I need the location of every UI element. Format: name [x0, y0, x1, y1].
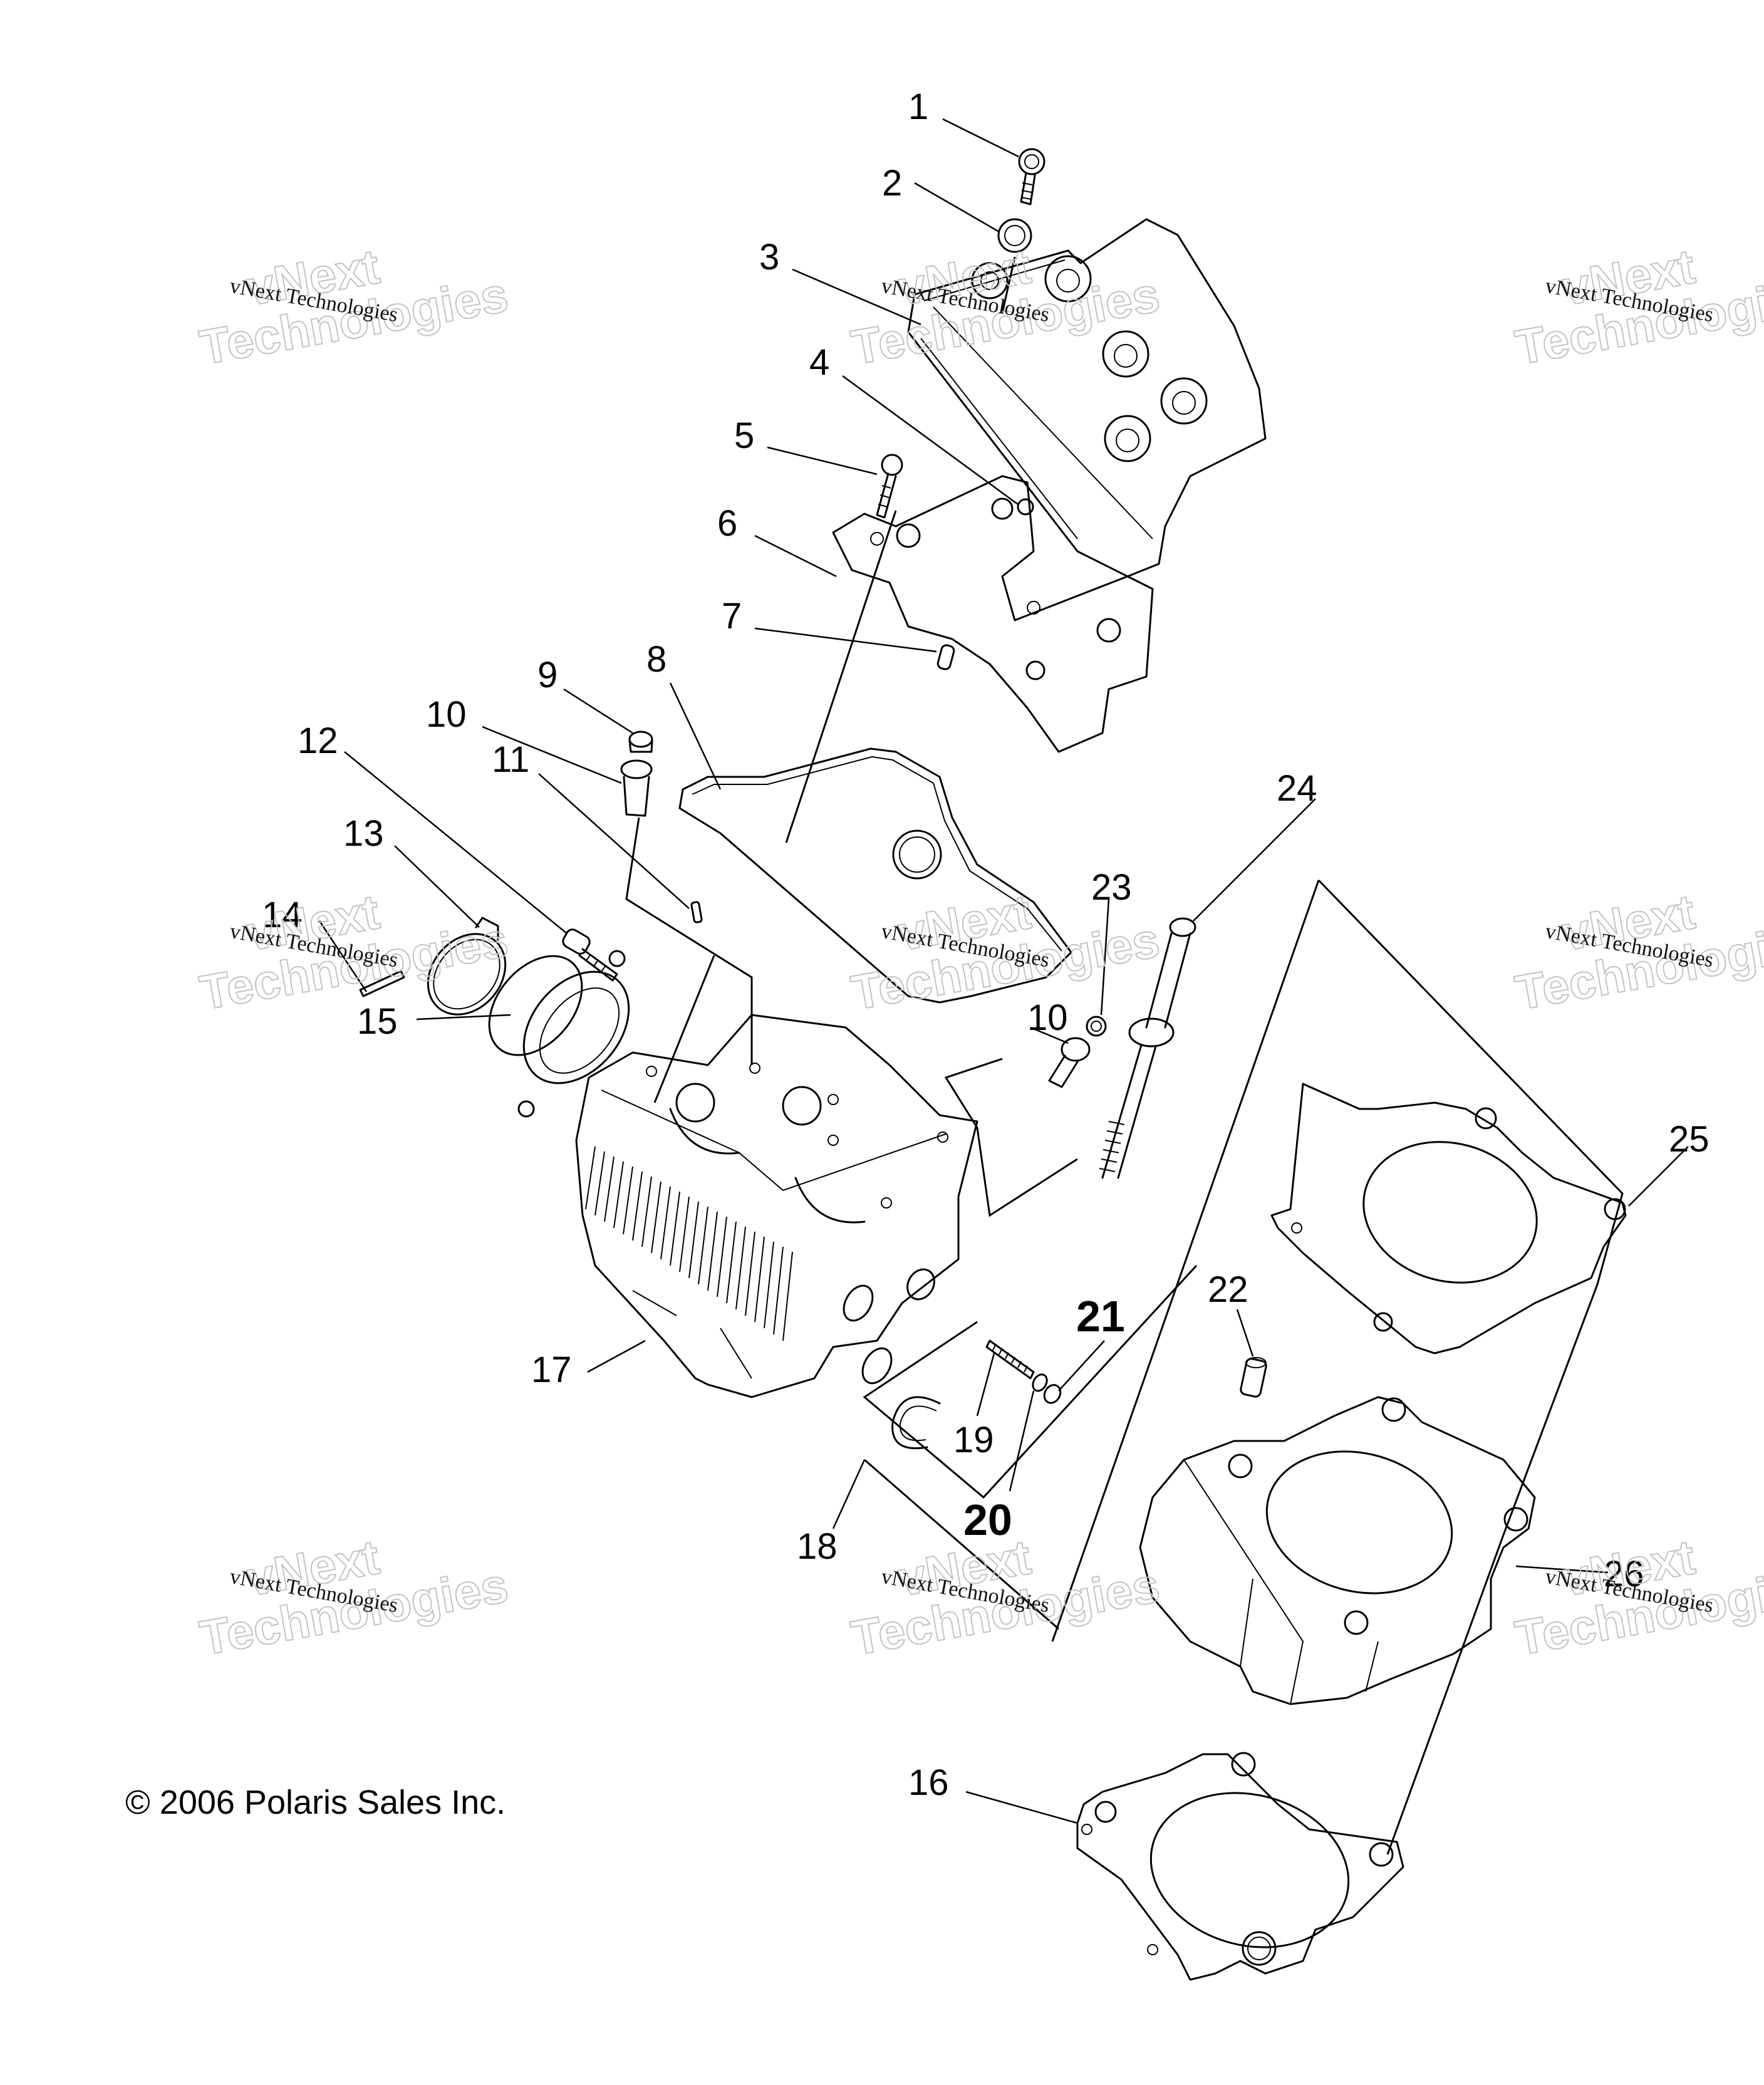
part-6-cam-holder [832, 475, 1154, 753]
watermark-mid-left: vNext Technologies vNext Technologies [195, 883, 513, 1021]
part-14-screw [359, 970, 405, 997]
leader-lines [318, 118, 1689, 1824]
callout-22: 22 [1208, 1269, 1248, 1310]
part-24-head-bolt [1099, 917, 1196, 1179]
part-3-valve-cover [907, 218, 1267, 578]
part-9-cap [628, 731, 653, 753]
callout-5: 5 [734, 415, 754, 456]
callout-4: 4 [809, 342, 829, 383]
part-2-washer [997, 218, 1032, 253]
callout-20: 20 [963, 1495, 1012, 1544]
assembly-lines [625, 256, 1624, 1855]
part-10-fitting-upper [620, 759, 653, 817]
part-8-gasket [678, 747, 1072, 1004]
watermark-bottom-left: vNext Technologies vNext Technologies [195, 1529, 513, 1666]
part-25-head-gasket [1270, 1083, 1627, 1354]
callout-3: 3 [759, 237, 779, 278]
callout-23: 23 [1091, 867, 1132, 908]
copyright-notice: © 2006 Polaris Sales Inc. [125, 1784, 506, 1821]
part-21-nut [1043, 1384, 1062, 1404]
callouts: 1 2 3 4 5 6 7 8 9 10 11 12 13 14 15 16 1… [262, 86, 1710, 1803]
part-20-washer [1032, 1373, 1048, 1392]
callout-10-upper: 10 [426, 694, 467, 735]
part-10-fitting-lower [1048, 1037, 1091, 1088]
part-18-clip [891, 1396, 941, 1450]
callout-12: 12 [298, 720, 338, 761]
watermark-mid-right: vNext Technologies vNext Technologies [1511, 883, 1764, 1021]
callout-26: 26 [1604, 1554, 1644, 1594]
callout-2: 2 [882, 163, 902, 204]
callout-11: 11 [492, 739, 529, 780]
watermark-bottom-right: vNext Technologies vNext Technologies [1511, 1529, 1764, 1666]
callout-21: 21 [1076, 1292, 1125, 1341]
callout-25: 25 [1669, 1119, 1710, 1160]
callout-10-lower: 10 [1027, 997, 1068, 1038]
callout-15: 15 [357, 1001, 398, 1042]
callout-18: 18 [797, 1526, 838, 1567]
part-7-dowel [936, 644, 955, 670]
callout-1: 1 [908, 86, 928, 127]
part-4-pin [1017, 498, 1034, 516]
part-13-clamp [427, 917, 507, 1016]
part-22-dowel [1240, 1357, 1267, 1398]
callout-17: 17 [531, 1349, 572, 1390]
callout-7: 7 [722, 596, 742, 637]
callout-19: 19 [953, 1420, 994, 1460]
callout-8: 8 [646, 639, 667, 680]
part-23-nut [1086, 1016, 1107, 1037]
watermark-top-right: vNext Technologies vNext Technologies [1511, 238, 1764, 376]
callout-16: 16 [908, 1762, 949, 1803]
watermark-top-left: vNext Technologies vNext Technologies [195, 238, 513, 376]
callout-13: 13 [343, 813, 384, 854]
part-11-pin [690, 901, 703, 923]
part-16-base-gasket [1076, 1752, 1404, 1981]
callout-14: 14 [262, 895, 303, 935]
part-19-stud [985, 1339, 1035, 1380]
part-17-cylinder-head [575, 1014, 978, 1398]
callout-9: 9 [537, 655, 558, 695]
part-26-cylinder [1139, 1396, 1536, 1705]
part-5-bolt [876, 454, 903, 519]
callout-24: 24 [1277, 768, 1317, 809]
part-15-intake-boot [488, 950, 630, 1118]
part-1-bolt [1018, 148, 1045, 205]
callout-6: 6 [717, 503, 737, 544]
